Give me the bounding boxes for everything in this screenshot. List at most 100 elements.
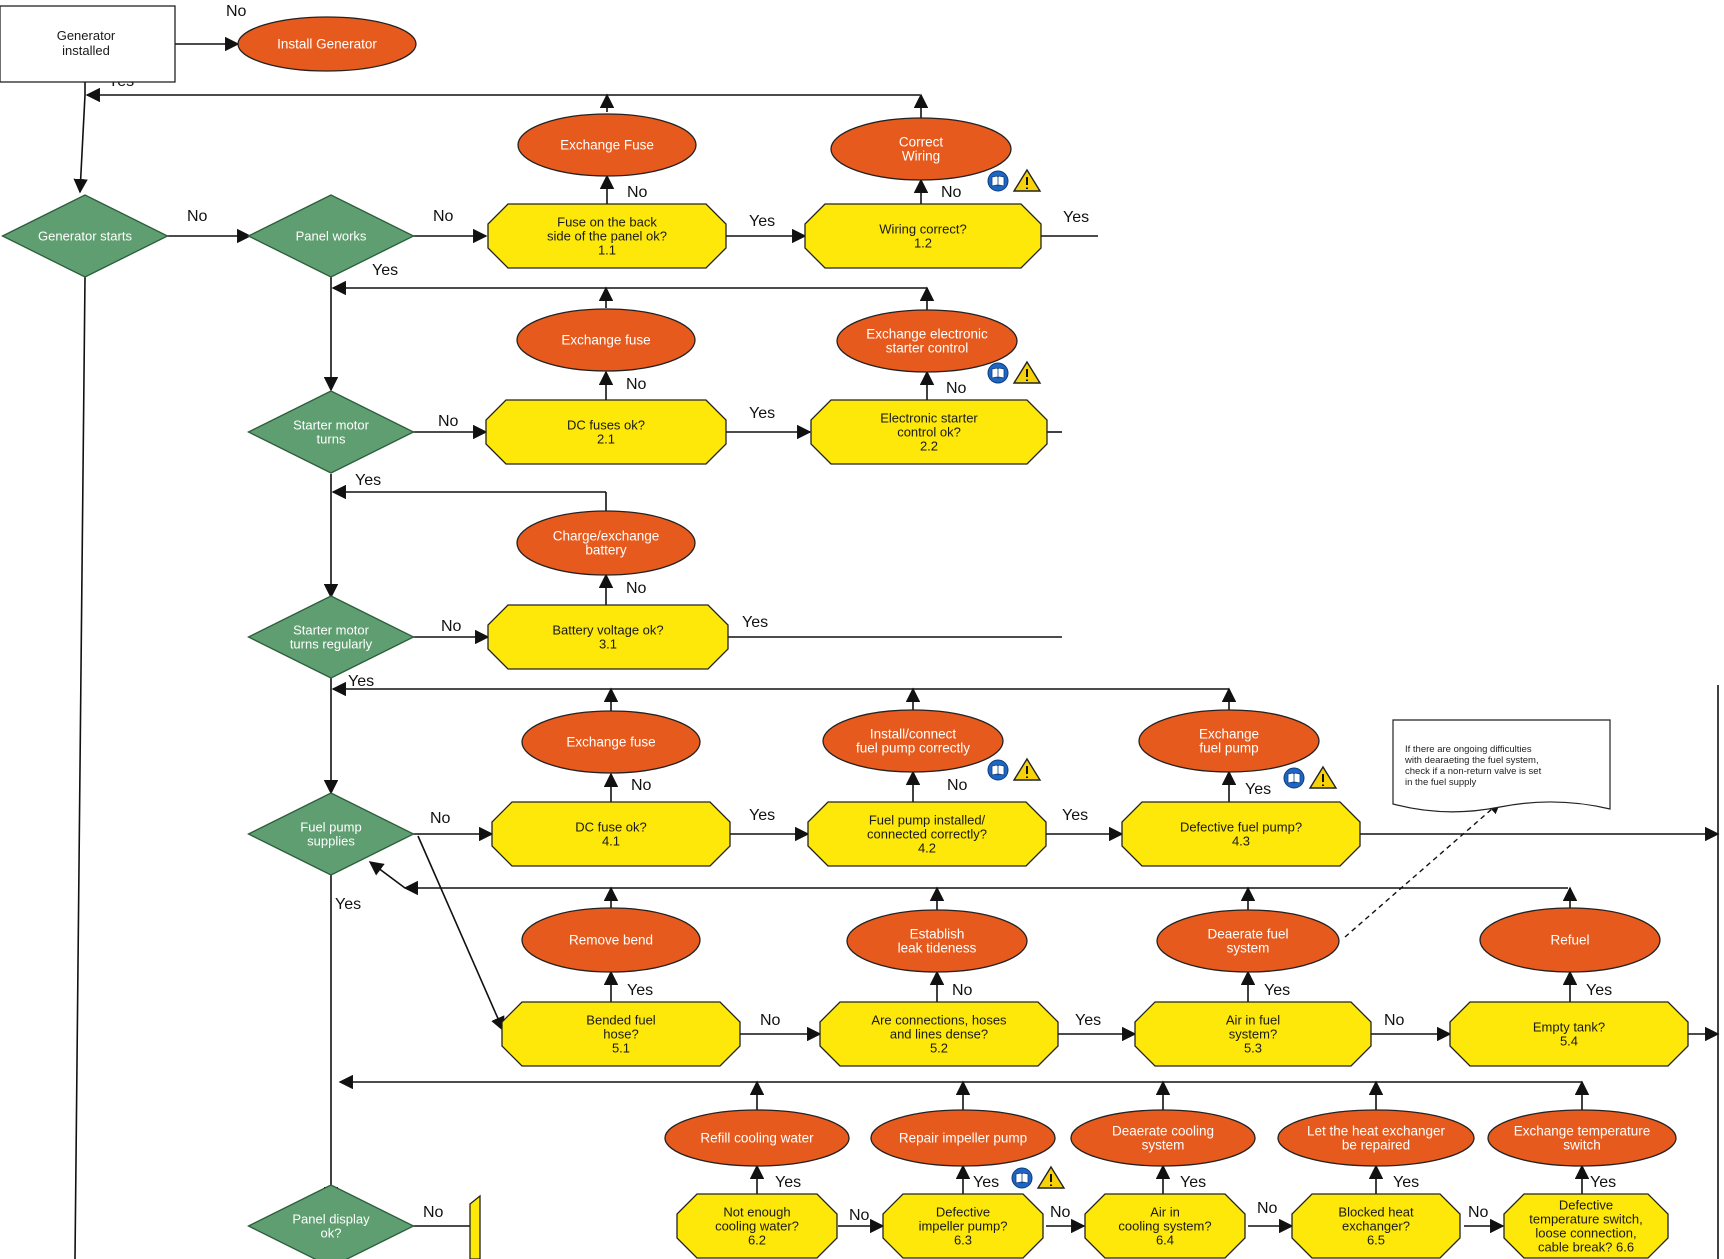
action-exchange-fuse-11: Exchange Fuse (517, 113, 697, 177)
check-battery-voltage: Battery voltage ok?3.1 (487, 604, 729, 670)
svg-text:Exchange fuse: Exchange fuse (566, 735, 655, 750)
action-exchange-fuse-21: Exchange fuse (516, 308, 696, 372)
edge-start-yes-down (74, 276, 86, 1259)
decision-panel-works: Panel works (247, 194, 415, 278)
label-yes: Yes (627, 982, 653, 999)
label-no: No (626, 376, 647, 393)
svg-text:Defective fuel pump?4.3: Defective fuel pump?4.3 (1180, 820, 1302, 849)
label-no: No (441, 618, 462, 635)
check-fuel-pump-installed: Fuel pump installed/connected correctly?… (807, 801, 1047, 867)
label-no: No (627, 184, 648, 201)
svg-text:Panel works: Panel works (296, 229, 367, 244)
label-yes: Yes (1180, 1174, 1206, 1191)
label-no: No (1257, 1200, 1278, 1217)
label-yes: Yes (355, 472, 381, 489)
label-no: No (941, 184, 962, 201)
label-no: No (947, 777, 968, 794)
action-refill-cooling: Refill cooling water (664, 1109, 850, 1167)
label-no: No (1468, 1204, 1489, 1221)
label-yes: Yes (1245, 781, 1271, 798)
svg-text:Refill cooling water: Refill cooling water (700, 1131, 814, 1146)
check-wiring: Wiring correct?1.2 (804, 203, 1042, 269)
label-no: No (430, 810, 451, 827)
manual-icon (987, 757, 1042, 781)
check-dc-fuses: DC fuses ok?2.1 (485, 399, 727, 465)
label-no: No (187, 208, 208, 225)
label-yes: Yes (348, 673, 374, 690)
label-yes: Yes (749, 807, 775, 824)
svg-text:Fuel pump installed/connected: Fuel pump installed/connected correctly?… (867, 813, 987, 856)
label-no: No (946, 380, 967, 397)
action-install-generator: Install Generator (237, 16, 417, 72)
svg-text:Empty tank?5.4: Empty tank?5.4 (1533, 1020, 1605, 1049)
edge-fuel-51 (417, 835, 505, 1032)
svg-text:Refuel: Refuel (1550, 933, 1589, 948)
edge-labels: No Yes No No Yes No Yes No Yes No No Yes… (108, 3, 1616, 1224)
svg-text:Install Generator: Install Generator (277, 37, 377, 52)
return-line-5-diag (368, 861, 406, 889)
action-repair-impeller: Repair impeller pump (870, 1109, 1056, 1167)
manual-icon (987, 168, 1042, 192)
check-empty-tank: Empty tank?5.4 (1449, 1001, 1689, 1067)
manual-icon (1283, 765, 1338, 789)
connectors (73, 36, 1720, 1259)
decision-nodes: Generator starts Panel works Starter mot… (1, 194, 415, 1259)
svg-text:DC fuses ok?2.1: DC fuses ok?2.1 (567, 418, 645, 447)
action-exchange-fuse-41: Exchange fuse (521, 710, 701, 774)
svg-text:Remove bend: Remove bend (569, 933, 653, 948)
svg-text:Exchange fuse: Exchange fuse (561, 333, 650, 348)
action-remove-bend: Remove bend (521, 907, 701, 973)
label-no: No (423, 1204, 444, 1221)
check-defective-fuel-pump: Defective fuel pump?4.3 (1121, 801, 1361, 867)
decision-generator-starts: Generator starts (1, 194, 169, 278)
partial-check-node (469, 1194, 481, 1259)
label-yes: Yes (1586, 982, 1612, 999)
svg-text:Wiring correct?1.2: Wiring correct?1.2 (879, 222, 966, 251)
label-no: No (226, 3, 247, 20)
svg-text:Repair impeller pump: Repair impeller pump (899, 1131, 1027, 1146)
label-yes: Yes (1393, 1174, 1419, 1191)
manual-icon (987, 360, 1042, 384)
label-yes: Yes (775, 1174, 801, 1191)
label-no: No (631, 777, 652, 794)
label-no: No (760, 1012, 781, 1029)
label-no: No (438, 413, 459, 430)
